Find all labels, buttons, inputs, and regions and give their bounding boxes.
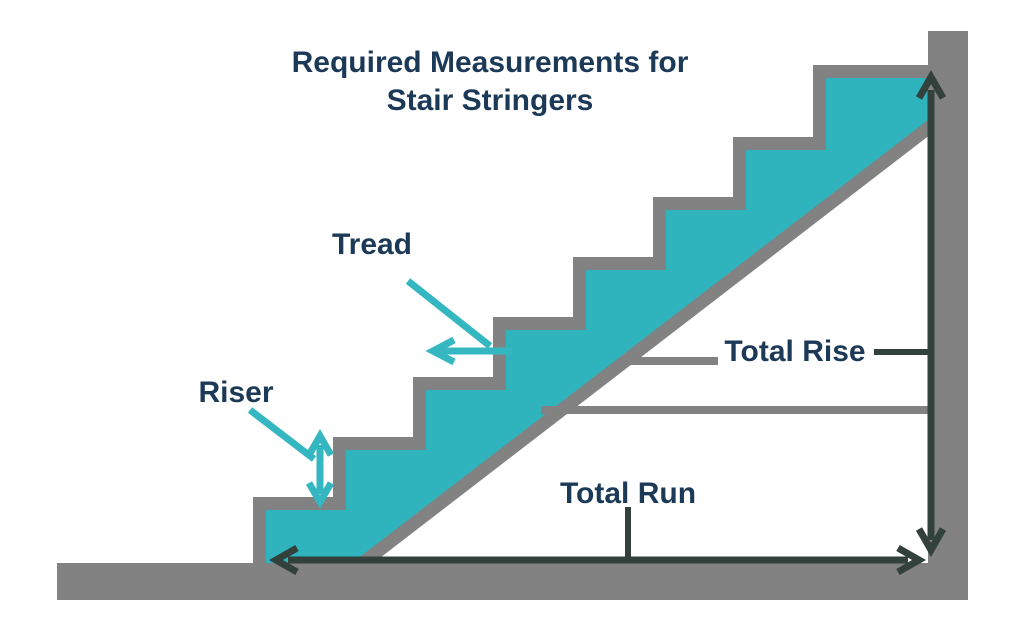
total-run-double-arrow — [268, 544, 927, 576]
stair-stringer-shape — [253, 65, 941, 576]
diagram-title-line2: Stair Stringers — [387, 84, 594, 117]
riser-label: Riser — [198, 376, 273, 409]
total-rise-double-arrow — [915, 69, 947, 558]
total-rise-label: Total Rise — [724, 335, 865, 368]
arrow-down-icon — [305, 481, 335, 509]
arrow-left-icon — [268, 544, 299, 576]
arrow-left-icon — [425, 336, 456, 366]
arrow-right-icon — [896, 544, 927, 576]
arrow-up-icon — [305, 429, 335, 457]
riser-height-double-arrow — [247, 407, 335, 509]
riser-leader-line — [247, 407, 317, 462]
arrow-down-icon — [915, 527, 947, 558]
total-run-label: Total Run — [560, 477, 696, 510]
diagram-title-line1: Required Measurements for — [292, 46, 689, 79]
tread-label: Tread — [332, 228, 412, 261]
tread-width-arrow — [405, 278, 512, 366]
tread-leader-line — [405, 278, 493, 349]
arrow-up-icon — [915, 69, 947, 100]
floor-bar — [57, 563, 968, 600]
wall-bar — [928, 31, 968, 600]
